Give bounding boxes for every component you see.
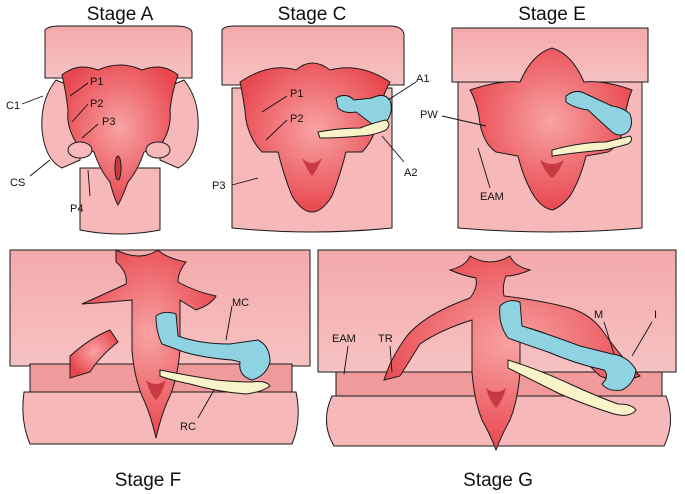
stage-c-cream-cartilage	[317, 119, 390, 139]
stage-f-cream-cartilage-rc	[159, 369, 271, 395]
stage-a-label-c1: C1	[6, 100, 20, 112]
panel-stage-f: MC RC Stage F	[9, 249, 311, 491]
stage-c-blue-cartilage	[335, 94, 392, 127]
stage-g-eam-arrow	[343, 345, 349, 375]
stage-a-p2-arrow	[71, 103, 89, 123]
panel-stage-e: Stage E PW EAM	[420, 4, 649, 233]
stage-f-title: Stage F	[115, 470, 182, 491]
stage-f-rc-arrow	[197, 389, 215, 419]
stage-c-title: Stage C	[278, 4, 347, 25]
stage-c-p3-arrow	[231, 177, 259, 186]
stage-c-p2-arrow	[265, 119, 288, 141]
stage-a-p4-arrow	[87, 169, 91, 197]
stage-f-label-rc: RC	[180, 421, 196, 433]
stage-a-p1-arrow	[69, 82, 89, 97]
stage-c-label-p2: P2	[290, 113, 303, 125]
stage-g-label-m: M	[594, 309, 603, 321]
stage-g-label-eam: EAM	[332, 333, 356, 345]
stage-a-head-bg	[44, 25, 193, 79]
stage-c-label-p3: P3	[212, 180, 225, 192]
stage-f-midline	[146, 380, 166, 400]
stage-g-title: Stage G	[463, 470, 533, 491]
stage-f-left-process	[69, 329, 119, 379]
stage-f-mc-arrow	[225, 305, 233, 341]
stage-c-p1-arrow	[261, 95, 288, 113]
stage-e-midline	[540, 160, 564, 178]
panel-stage-a: Stage A C1 P1 P2 P3 CS P4	[6, 4, 199, 235]
stage-a-label-cs: CS	[10, 177, 25, 189]
stage-c-a1-arrow	[387, 81, 417, 101]
stage-g-blue-cartilage	[499, 300, 637, 391]
stage-a-label-p2: P2	[90, 98, 103, 110]
stage-g-midline	[486, 388, 506, 408]
stage-c-label-a2: A2	[404, 167, 417, 179]
stage-f-label-mc: MC	[232, 297, 249, 309]
stage-a-pouch-right	[145, 141, 171, 159]
stage-g-cream-cartilage	[507, 359, 637, 416]
stage-e-label-pw: PW	[420, 109, 438, 121]
stage-e-title: Stage E	[518, 4, 586, 25]
stage-a-p3-arrow	[81, 123, 99, 139]
stage-g-label-tr: TR	[378, 333, 393, 345]
stage-a-label-p4: P4	[70, 203, 83, 215]
stage-g-tr-arrow	[389, 345, 393, 373]
stage-c-label-a1: A1	[416, 73, 429, 85]
stage-g-label-i: I	[654, 309, 657, 321]
stage-a-c1-arrow	[21, 95, 44, 105]
panel-stage-c: Stage C P1 P2 P3 A1 A2	[212, 4, 429, 233]
stage-g-m-arrow	[603, 321, 615, 355]
stage-a-midline	[114, 155, 122, 181]
stage-e-pharyngeal-arch	[469, 47, 633, 211]
stage-c-a2-arrow	[381, 135, 405, 163]
stage-e-label-eam: EAM	[480, 191, 504, 203]
stage-a-label-p3: P3	[102, 116, 115, 128]
stage-c-label-p1: P1	[290, 88, 303, 100]
stage-a-pharyngeal-arch	[61, 64, 179, 207]
stage-g-i-arrow	[631, 321, 653, 357]
stage-a-label-p1: P1	[90, 76, 103, 88]
stage-e-eam-arrow	[477, 147, 491, 189]
stage-a-title: Stage A	[87, 4, 154, 25]
stage-e-pw-arrow	[441, 115, 487, 127]
stage-e-blue-cartilage	[565, 90, 633, 136]
panel-stage-g: EAM TR M I Stage G	[317, 249, 677, 491]
stage-a-pouch-left	[67, 141, 93, 159]
stage-g-pharyngeal-arch	[383, 255, 641, 452]
stage-f-blue-cartilage-mc	[155, 311, 271, 381]
stage-c-midline	[302, 158, 322, 176]
stage-e-cream-cartilage	[551, 135, 633, 157]
stage-a-cs-arrow	[29, 159, 51, 177]
